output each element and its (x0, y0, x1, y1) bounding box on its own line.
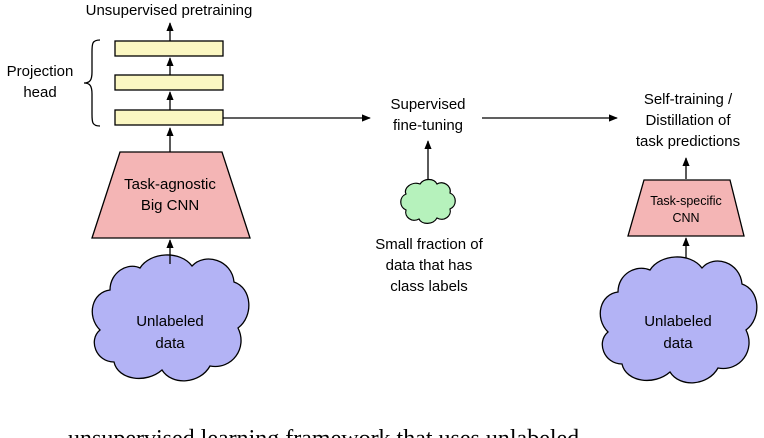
unlabeled-data-label-1: Unlabeled (136, 313, 204, 330)
cropped-caption: ...unsupervised learning framework that … (50, 426, 597, 438)
self-training-label-1: Self-training / (644, 91, 733, 108)
projection-layer-1 (114, 40, 224, 57)
projection-head-label-2: head (23, 84, 56, 101)
unsupervised-pretraining-label: Unsupervised pretraining (86, 2, 253, 19)
small-fraction-label-3: class labels (390, 278, 468, 295)
self-training-label-2: Distillation of (645, 112, 731, 129)
unlabeled-data-2-label-1: Unlabeled (644, 313, 712, 330)
supervised-label-1: Supervised (390, 96, 465, 113)
labeled-data-cloud (400, 178, 456, 224)
projection-head-label-1: Projection (7, 63, 74, 80)
task-specific-label-2: CNN (672, 211, 699, 225)
projection-head-brace (83, 39, 101, 127)
big-cnn-label-2: Big CNN (141, 197, 199, 214)
self-training-label-3: task predictions (636, 133, 740, 150)
unlabeled-data-2-label-2: data (663, 335, 693, 352)
task-specific-cnn-trapezoid (627, 179, 745, 237)
projection-layer-3 (114, 109, 224, 126)
projection-layer-2 (114, 74, 224, 91)
small-fraction-label-2: data that has (386, 257, 473, 274)
small-fraction-label-1: Small fraction of (375, 236, 483, 253)
unlabeled-data-cloud-2 (599, 256, 758, 384)
task-specific-label-1: Task-specific (650, 194, 722, 208)
unlabeled-data-cloud (91, 254, 250, 382)
unlabeled-data-label-2: data (155, 335, 185, 352)
big-cnn-trapezoid (91, 151, 251, 239)
big-cnn-label-1: Task-agnostic (124, 176, 216, 193)
supervised-label-2: fine-tuning (393, 117, 463, 134)
